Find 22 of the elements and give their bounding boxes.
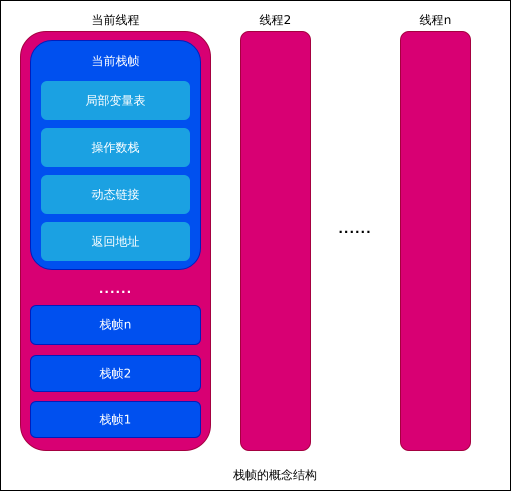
box-label: 动态链接: [90, 186, 140, 203]
box-label: 返回地址: [90, 233, 140, 250]
frame-part-box: [41, 128, 190, 167]
ellipsis-text: ......: [338, 222, 372, 236]
stack-frame-box: [30, 40, 201, 270]
box-title: 当前栈帧: [90, 53, 140, 70]
column-title: 当前线程: [90, 12, 140, 29]
stack-frame-box: [30, 401, 201, 438]
column-title: 线程2: [258, 12, 292, 29]
box-label: 局部变量表: [84, 92, 146, 109]
frame-part-box: [41, 81, 190, 120]
stack-frame-box: [30, 305, 201, 345]
frame-part-box: [41, 222, 190, 261]
box-label: 栈帧2: [98, 365, 132, 382]
box-label: 栈帧n: [98, 316, 132, 334]
frame-part-box: [41, 175, 190, 214]
caption: 栈帧的概念结构: [233, 467, 317, 484]
box-label: 操作数栈: [90, 139, 140, 156]
column-title: 线程n: [418, 12, 452, 29]
box-label: 栈帧1: [98, 411, 132, 428]
stack-frame-box: [30, 355, 201, 392]
ellipsis-text: ......: [98, 282, 132, 296]
